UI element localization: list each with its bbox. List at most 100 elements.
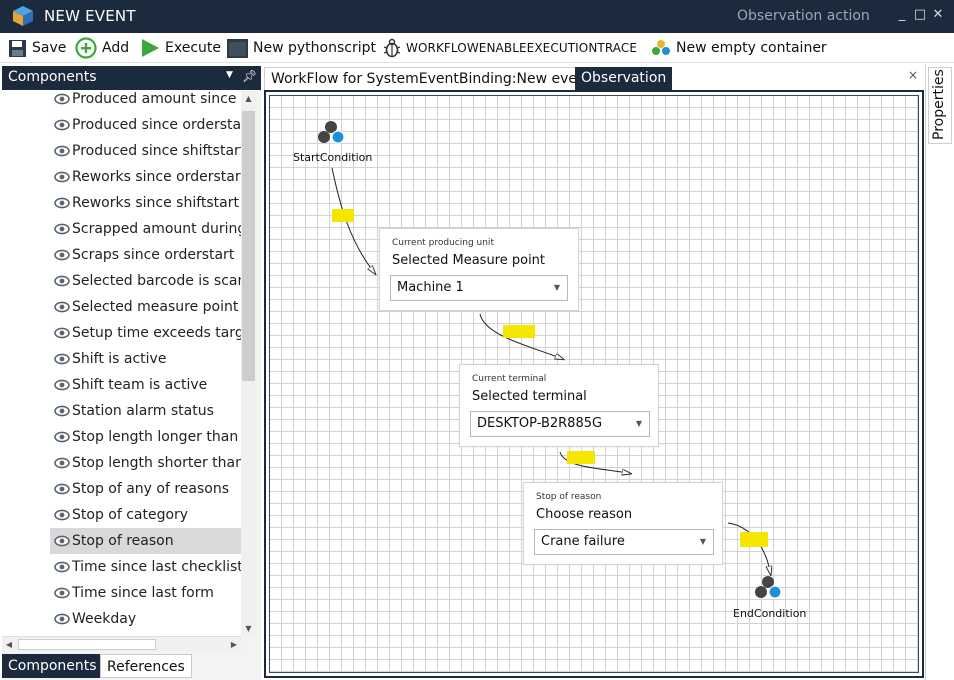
- vertical-scroll-thumb[interactable]: [242, 111, 255, 381]
- list-item[interactable]: Stop length shorter than: [50, 450, 241, 476]
- scroll-left-icon[interactable]: ◀: [5, 640, 13, 649]
- terminal-select[interactable]: DESKTOP-B2R885G ▼: [470, 411, 650, 437]
- execution-trace-button[interactable]: WORKFLOWENABLEEXECUTIONTRACE: [383, 36, 637, 60]
- node-choose-reason[interactable]: Stop of reason Choose reason Crane failu…: [523, 482, 723, 565]
- list-item[interactable]: Shift is active: [50, 346, 241, 372]
- end-condition-icon[interactable]: [752, 573, 788, 603]
- window-title: Observation action: [737, 8, 870, 24]
- connector-node2-to-node3: [559, 451, 627, 473]
- node-caption: Current producing unit: [392, 238, 494, 248]
- new-pythonscript-button[interactable]: New pythonscript: [227, 36, 376, 60]
- toolbar: Save Add Execute New pythonscript: [0, 33, 954, 63]
- save-button[interactable]: Save: [8, 36, 66, 60]
- scroll-up-icon[interactable]: ▲: [245, 94, 252, 103]
- list-item[interactable]: Scraps since orderstart: [50, 242, 241, 268]
- add-button[interactable]: Add: [75, 36, 129, 60]
- eye-icon: [54, 353, 70, 365]
- vertical-scrollbar[interactable]: ▲ ▼: [241, 91, 256, 636]
- close-button[interactable]: ✕: [932, 7, 944, 22]
- panel-dropdown-icon[interactable]: ▼: [226, 70, 233, 80]
- eye-icon: [54, 275, 70, 287]
- reason-select[interactable]: Crane failure ▼: [534, 529, 714, 555]
- list-item-label: Stop length longer than: [72, 429, 239, 445]
- eye-icon: [54, 145, 70, 157]
- list-item-label: Stop of any of reasons: [72, 481, 230, 497]
- connector-node1-to-node2: [479, 313, 560, 358]
- list-item[interactable]: Station alarm status: [50, 398, 241, 424]
- list-item-label: Station alarm status: [72, 403, 214, 419]
- list-item[interactable]: Scrapped amount during: [50, 216, 241, 242]
- list-item[interactable]: Selected barcode is scanned: [50, 268, 241, 294]
- list-item[interactable]: Produced since shiftstart: [50, 138, 241, 164]
- eye-icon: [54, 405, 70, 417]
- node-selected-terminal[interactable]: Current terminal Selected terminal DESKT…: [459, 364, 659, 447]
- properties-label: Properties: [931, 69, 947, 140]
- list-item[interactable]: Produced amount since last: [50, 91, 241, 112]
- save-icon: [9, 39, 26, 57]
- list-item-label: Time since last form: [72, 585, 214, 601]
- workflow-canvas[interactable]: StartCondition EndCondition Current prod…: [269, 95, 919, 673]
- list-item[interactable]: Stop of category: [50, 502, 241, 528]
- list-item-label: Scraps since orderstart: [72, 247, 235, 263]
- new-empty-container-button[interactable]: New empty container: [651, 36, 827, 60]
- list-item[interactable]: Stop of reason: [50, 528, 241, 554]
- properties-tab[interactable]: Properties: [928, 67, 952, 144]
- bug-icon: [383, 38, 401, 58]
- execute-button[interactable]: Execute: [140, 36, 221, 60]
- list-item-label: Produced since shiftstart: [72, 143, 241, 159]
- tab-components[interactable]: Components: [2, 654, 103, 678]
- list-item[interactable]: Reworks since shiftstart: [50, 190, 241, 216]
- eye-icon: [54, 509, 70, 521]
- components-title: Components: [8, 69, 97, 85]
- tab-references[interactable]: References: [100, 654, 192, 678]
- components-list-viewport: Produced amount since lastProduced since…: [2, 91, 241, 636]
- connector-label-tag[interactable]: [503, 325, 535, 338]
- tab-workflow[interactable]: WorkFlow for SystemEventBinding:New even…: [264, 67, 599, 90]
- pin-icon[interactable]: 📌︎: [242, 69, 258, 83]
- document-tabs: WorkFlow for SystemEventBinding:New even…: [264, 64, 924, 90]
- list-item[interactable]: Produced since orderstart: [50, 112, 241, 138]
- measure-point-select[interactable]: Machine 1 ▼: [390, 275, 568, 301]
- node-caption: Current terminal: [472, 374, 547, 384]
- start-condition-icon[interactable]: [315, 118, 351, 148]
- node-caption: Stop of reason: [536, 492, 602, 502]
- list-item[interactable]: Stop of any of reasons: [50, 476, 241, 502]
- list-item[interactable]: Selected measure point has: [50, 294, 241, 320]
- list-item[interactable]: Reworks since orderstart: [50, 164, 241, 190]
- list-item[interactable]: Time since last form: [50, 580, 241, 606]
- new-empty-container-label: New empty container: [676, 40, 827, 56]
- connector-label-tag[interactable]: [332, 209, 354, 222]
- connector-label-tag[interactable]: [567, 451, 595, 464]
- eye-icon: [54, 93, 70, 105]
- scroll-right-icon[interactable]: ▶: [230, 640, 238, 649]
- node-selected-measure-point[interactable]: Current producing unit Selected Measure …: [379, 228, 579, 311]
- minimize-button[interactable]: _: [898, 7, 906, 22]
- list-item[interactable]: Weekday: [50, 606, 241, 632]
- tab-observation[interactable]: Observation: [575, 67, 673, 90]
- list-item-label: Stop of category: [72, 507, 189, 523]
- list-item[interactable]: Setup time exceeds target: [50, 320, 241, 346]
- bottom-tabs: Components References: [2, 654, 261, 679]
- terminal-icon: [227, 38, 248, 58]
- close-tab-icon[interactable]: ×: [908, 68, 919, 82]
- eye-icon: [54, 249, 70, 261]
- scroll-down-icon[interactable]: ▼: [245, 624, 252, 633]
- eye-icon: [54, 301, 70, 313]
- chevron-down-icon: ▼: [635, 419, 642, 428]
- list-item[interactable]: Stop length longer than: [50, 424, 241, 450]
- eye-icon: [54, 457, 70, 469]
- title-bar: NEW EVENT Observation action _ □ ✕: [0, 0, 954, 33]
- maximize-button[interactable]: □: [913, 7, 927, 22]
- end-condition-label: EndCondition: [733, 607, 807, 620]
- list-item-label: Scrapped amount during: [72, 221, 241, 237]
- list-item-label: Shift is active: [72, 351, 167, 367]
- connector-label-tag[interactable]: [740, 532, 768, 547]
- horizontal-scrollbar[interactable]: ◀ ▶: [2, 636, 241, 651]
- horizontal-scroll-thumb[interactable]: [18, 639, 156, 650]
- list-item[interactable]: Time since last checklist: [50, 554, 241, 580]
- list-item-label: Reworks since shiftstart: [72, 195, 239, 211]
- eye-icon: [54, 587, 70, 599]
- workflow-canvas-frame: StartCondition EndCondition Current prod…: [264, 90, 924, 678]
- list-item[interactable]: Shift team is active: [50, 372, 241, 398]
